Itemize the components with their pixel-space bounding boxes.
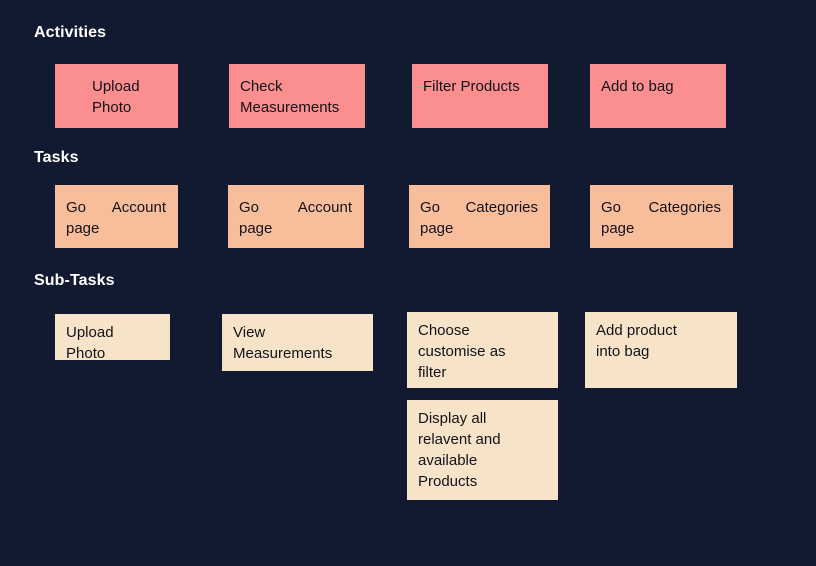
section-heading-activities: Activities bbox=[34, 24, 107, 41]
activity-card[interactable]: Filter Products bbox=[412, 64, 548, 128]
section-heading-subtasks: Sub-Tasks bbox=[34, 272, 115, 289]
subtask-card[interactable]: Add product into bag bbox=[585, 312, 737, 388]
subtask-card[interactable]: Upload Photo bbox=[55, 314, 170, 360]
activity-card[interactable]: Add to bag bbox=[590, 64, 726, 128]
activity-card-label: Check Measurements bbox=[240, 78, 340, 116]
task-card[interactable]: Go Account page bbox=[55, 185, 178, 248]
task-card[interactable]: Go Categories page bbox=[590, 185, 733, 248]
subtask-card-label: Choose customise as filter bbox=[418, 322, 506, 381]
subtask-card[interactable]: Display all relavent and available Produ… bbox=[407, 400, 558, 500]
section-heading-tasks: Tasks bbox=[34, 149, 79, 166]
activity-card[interactable]: Check Measurements bbox=[229, 64, 365, 128]
subtask-card-label: Upload Photo bbox=[66, 324, 114, 360]
task-card[interactable]: Go Categories page bbox=[409, 185, 550, 248]
task-card-label: Go Account page bbox=[66, 199, 166, 237]
activity-card-label: Add to bag bbox=[601, 78, 674, 95]
task-card-label: Go Account page bbox=[239, 199, 352, 237]
task-card-label: Go Categories page bbox=[601, 199, 721, 237]
task-card-label: Go Categories page bbox=[420, 199, 538, 237]
activity-card[interactable]: Upload Photo bbox=[55, 64, 178, 128]
subtask-card-label: Display all relavent and available Produ… bbox=[418, 410, 501, 490]
subtask-card-label: View Measurements bbox=[233, 324, 333, 362]
activity-card-label: Filter Products bbox=[423, 78, 520, 95]
subtask-card[interactable]: Choose customise as filter bbox=[407, 312, 558, 388]
subtask-card[interactable]: View Measurements bbox=[222, 314, 373, 371]
task-card[interactable]: Go Account page bbox=[228, 185, 364, 248]
activity-card-label: Upload Photo bbox=[92, 78, 140, 116]
subtask-card-label: Add product into bag bbox=[596, 322, 677, 360]
